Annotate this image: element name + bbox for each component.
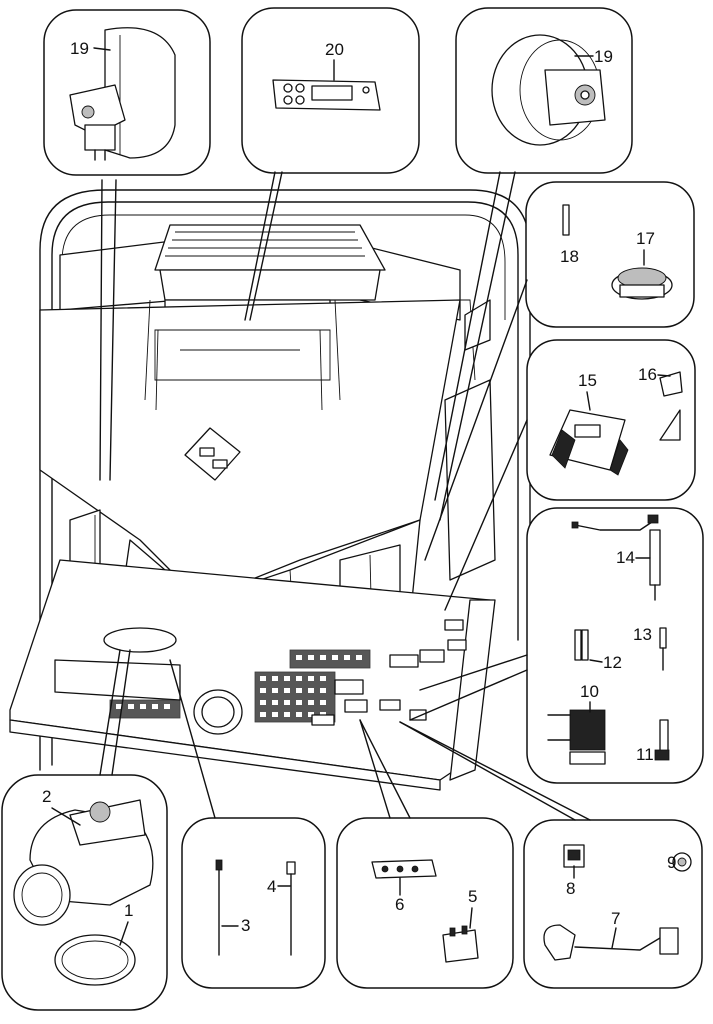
callout-4: 4 [267,877,276,896]
callout-6: 6 [395,895,404,914]
callout-box-control-panel: 20 [241,7,420,174]
callout-3: 3 [241,916,250,935]
callout-9: 9 [667,853,676,872]
vent-grid-pattern [116,655,362,717]
callout-19b: 19 [594,47,613,66]
callout-5: 5 [468,887,477,906]
callout-box-power: 8 9 7 [523,819,703,989]
callout-13: 13 [633,625,652,644]
callout-7: 7 [611,909,620,928]
callout-8: 8 [566,879,575,898]
callout-1: 1 [124,901,133,920]
callout-19a: 19 [70,39,89,58]
callout-box-terminal: 6 5 [336,817,514,989]
callout-14: 14 [616,548,635,567]
callout-box-exhaust-fan: 2 1 [1,774,168,1011]
callout-box-rods: 4 3 [181,817,326,989]
callout-11: 11 [636,745,654,764]
callout-box-fan-top-left: 19 [43,9,211,176]
callout-box-motor-16: 15 16 [526,339,696,501]
callout-box-fan-top-right: 19 [455,7,633,174]
stove-body [9,189,531,791]
callout-20: 20 [325,40,344,59]
callout-box-sensors: 18 17 [525,181,695,328]
callout-10: 10 [580,682,599,701]
callout-12: 12 [603,653,622,672]
callout-16: 16 [638,365,657,384]
callout-15: 15 [578,371,597,390]
callout-box-wiring: 14 13 12 10 11 [526,507,704,784]
callout-2: 2 [42,787,51,806]
callout-18: 18 [560,247,579,266]
floor-cutouts [311,619,467,726]
callout-17: 17 [636,229,655,248]
leader-lines [99,171,591,821]
